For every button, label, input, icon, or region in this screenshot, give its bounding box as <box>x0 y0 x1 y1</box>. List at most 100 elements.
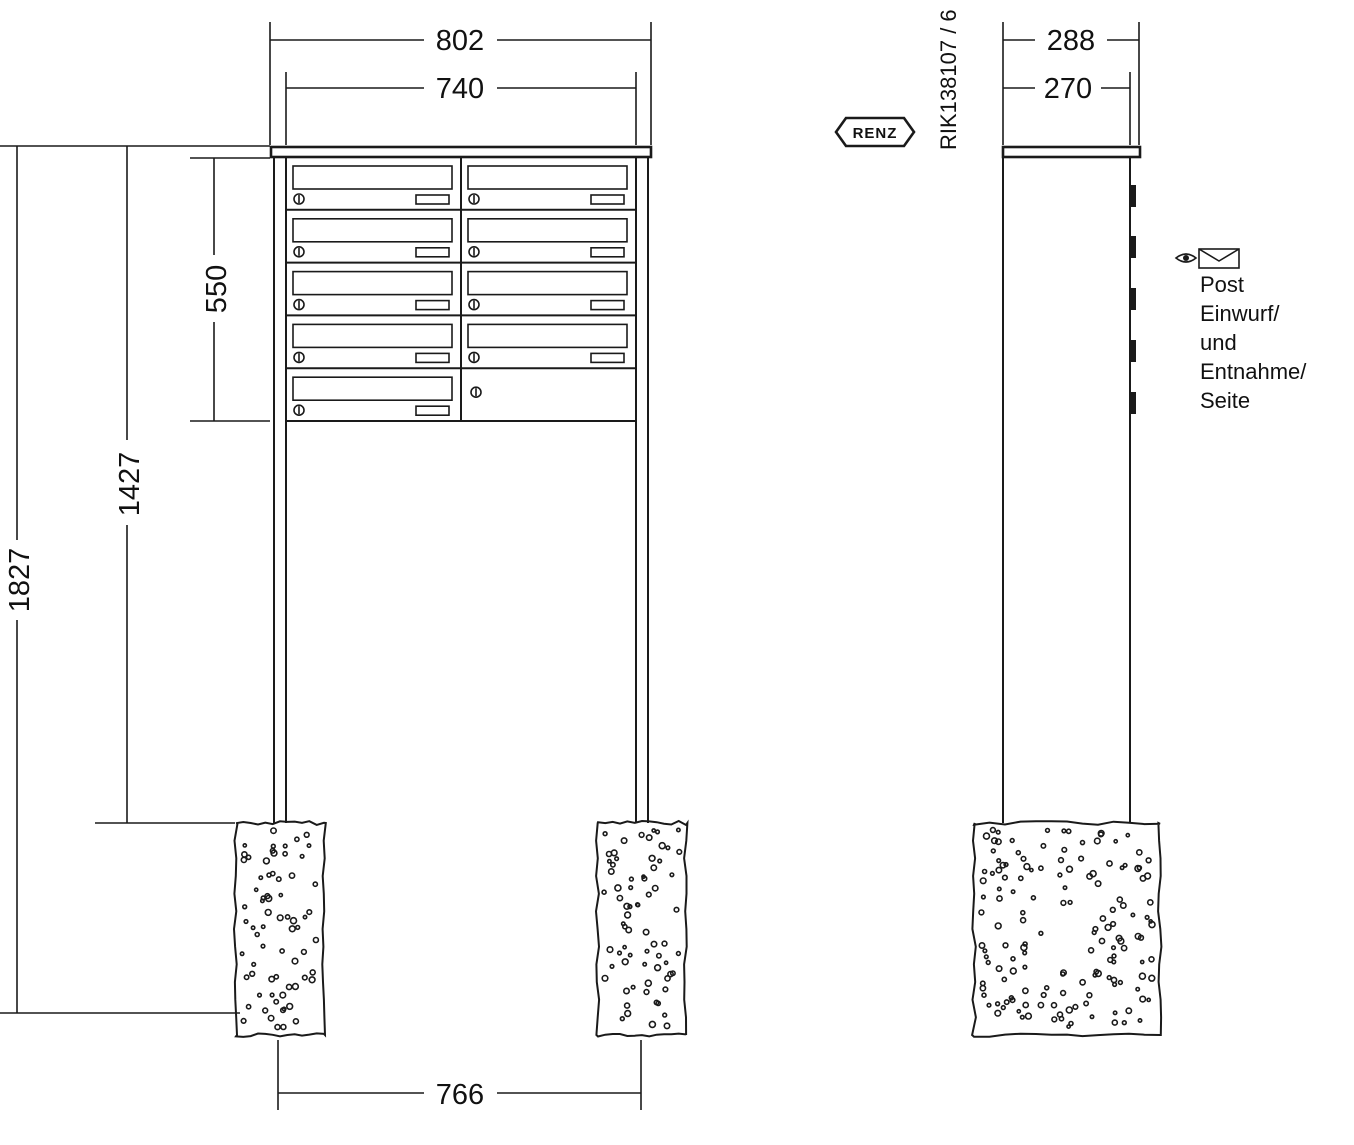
aggregate-dot <box>240 1017 247 1025</box>
aggregate-dot <box>627 952 633 958</box>
aggregate-dot <box>276 914 284 922</box>
dimension-top-height: 1427 <box>95 146 235 824</box>
aggregate-dot <box>267 1014 275 1022</box>
aggregate-dot <box>1044 827 1051 834</box>
aggregate-dot <box>996 886 1002 892</box>
aggregate-dot <box>274 1023 281 1031</box>
mailbox-door <box>286 165 461 211</box>
aggregate-dot <box>1022 964 1028 970</box>
aggregate-dot <box>985 959 991 966</box>
dimension-label-overall-width: 802 <box>436 25 484 57</box>
aggregate-dot <box>1022 941 1028 947</box>
dimension-box-height: 550 <box>190 157 270 422</box>
aggregate-dot <box>644 979 653 988</box>
side-roof <box>1001 145 1142 159</box>
aggregate-dot <box>621 958 629 966</box>
aggregate-dot <box>1110 945 1117 951</box>
aggregate-dot <box>1038 930 1044 936</box>
aggregate-dot <box>1094 880 1102 888</box>
lock-icon <box>468 351 480 364</box>
aggregate-dot <box>240 856 248 864</box>
aggregate-dot <box>1065 1006 1074 1014</box>
aggregate-dot <box>978 941 986 949</box>
aggregate-dot <box>282 850 288 857</box>
aggregate-dot <box>1125 1007 1133 1015</box>
aggregate-dot <box>980 894 987 900</box>
aggregate-dot <box>1079 839 1086 846</box>
aggregate-dot <box>1017 875 1024 882</box>
aggregate-dot <box>601 974 609 982</box>
aggregate-dot <box>1066 1024 1072 1030</box>
aggregate-dot <box>661 1012 668 1018</box>
aggregate-dot <box>1079 978 1086 986</box>
aggregate-dot <box>1003 999 1010 1006</box>
aggregate-dot <box>661 940 668 947</box>
aggregate-dot <box>1019 909 1026 916</box>
aggregate-dot <box>1010 955 1016 962</box>
aggregate-dot <box>983 954 989 960</box>
aggregate-dot <box>302 914 308 920</box>
aggregate-dot <box>620 837 628 845</box>
aggregate-dot <box>1037 1001 1045 1009</box>
lock-icon <box>468 298 480 311</box>
aggregate-dot <box>1125 832 1131 838</box>
aggregate-dot <box>312 881 319 888</box>
aggregate-dot <box>990 848 996 854</box>
aggregate-dot <box>655 1000 662 1007</box>
aggregate-dot <box>275 876 282 883</box>
dimension-label-box-height: 550 <box>201 265 233 313</box>
aggregate-dot <box>1148 974 1156 982</box>
aggregate-dot <box>1001 976 1008 983</box>
dimension-overall-width: 802 <box>269 22 652 145</box>
aggregate-dot <box>1009 967 1017 975</box>
dimension-label-inner-width: 740 <box>436 73 484 105</box>
aggregate-dot <box>1146 899 1154 906</box>
aggregate-dot <box>270 843 276 849</box>
aggregate-dot <box>614 884 622 892</box>
aggregate-dot <box>1072 1003 1079 1011</box>
aggregate-dot <box>982 832 991 840</box>
aggregate-dot <box>630 984 636 990</box>
aggregate-dot <box>243 918 249 925</box>
aggregate-dot <box>1134 932 1142 940</box>
aggregate-dot <box>1113 838 1119 844</box>
aggregate-dot <box>258 875 264 881</box>
brand-logo: RENZ <box>834 116 916 148</box>
aggregate-dot <box>1060 969 1068 977</box>
aggregate-dot <box>1016 1008 1022 1014</box>
aggregate-dot <box>288 872 296 879</box>
aggregate-dot <box>1003 861 1009 868</box>
aggregate-dot <box>1119 901 1127 909</box>
aggregate-dot <box>628 876 635 882</box>
aggregate-dot <box>623 1009 632 1018</box>
aggregate-dot <box>269 827 277 835</box>
aggregate-dot <box>642 961 648 967</box>
mailbox-door <box>286 323 461 370</box>
aggregate-dot <box>627 903 633 910</box>
aggregate-dot <box>1057 872 1063 878</box>
aggregate-dot <box>250 925 256 931</box>
aggregate-dot <box>1146 997 1152 1003</box>
aggregate-dot <box>663 960 669 966</box>
aggregate-dot <box>1051 1016 1058 1023</box>
aggregate-dot <box>638 831 645 839</box>
mailbox-door <box>286 218 461 264</box>
aggregate-dot <box>986 1002 992 1008</box>
aggregate-dot <box>1148 919 1154 924</box>
aggregate-dot <box>1029 867 1034 873</box>
aggregate-dot <box>657 858 663 864</box>
aggregate-dot <box>253 887 259 893</box>
dimension-side-overall-depth: 288 <box>1002 22 1140 145</box>
aggregate-dot <box>645 891 652 898</box>
aggregate-dot <box>1098 937 1106 945</box>
aggregate-dot <box>1061 846 1068 853</box>
aggregate-dot <box>303 831 310 838</box>
aggregate-dot <box>288 925 296 933</box>
aggregate-dot <box>642 928 650 936</box>
aggregate-dot <box>295 924 301 931</box>
aggregate-dot <box>622 944 628 950</box>
aggregate-dot <box>667 970 674 978</box>
side-note-line-3: und <box>1200 330 1237 355</box>
aggregate-dot <box>1111 981 1118 988</box>
aggregate-dot <box>1058 1015 1065 1022</box>
